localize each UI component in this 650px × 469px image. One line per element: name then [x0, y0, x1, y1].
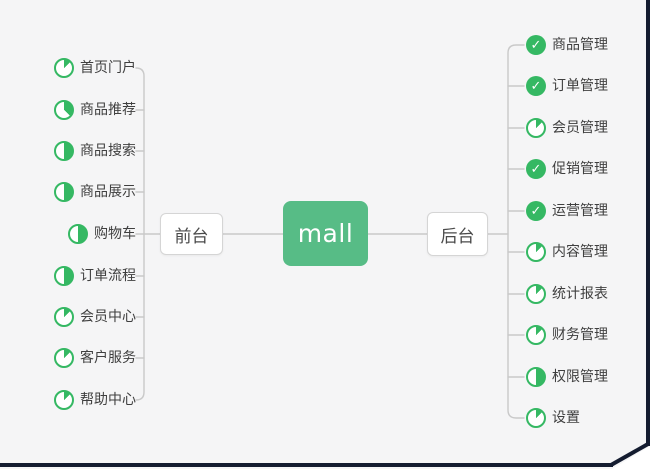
task-progress-icon: ✓ — [526, 159, 546, 179]
task-progress-icon — [526, 325, 546, 345]
topic-row-cart[interactable]: 购物车 — [68, 224, 136, 244]
topic-label: 购物车 — [94, 226, 136, 242]
front-branch-node[interactable]: 前台 — [160, 213, 223, 255]
task-progress-icon — [54, 266, 74, 286]
topic-label: 权限管理 — [552, 369, 608, 385]
topic-label: 商品搜索 — [80, 143, 136, 159]
topic-row-order-flow[interactable]: 订单流程 — [54, 266, 136, 286]
topic-label: 商品管理 — [552, 37, 608, 53]
task-progress-icon: ✓ — [526, 201, 546, 221]
back-branch-label: 后台 — [440, 226, 475, 247]
topic-row-order-mgmt[interactable]: ✓ 订单管理 — [526, 76, 608, 96]
topic-label: 商品推荐 — [80, 102, 136, 118]
topic-label: 帮助中心 — [80, 392, 136, 408]
task-progress-icon — [526, 408, 546, 428]
topic-label: 运营管理 — [552, 203, 608, 219]
front-branch-label: 前台 — [174, 226, 209, 247]
topic-row-product-mgmt[interactable]: ✓ 商品管理 — [526, 35, 608, 55]
task-progress-icon — [54, 307, 74, 327]
task-progress-icon — [68, 224, 88, 244]
task-progress-icon — [526, 118, 546, 138]
topic-label: 商品展示 — [80, 184, 136, 200]
topic-row-content-mgmt[interactable]: 内容管理 — [526, 242, 608, 262]
topic-row-home-portal[interactable]: 首页门户 — [54, 58, 136, 78]
topic-label: 财务管理 — [552, 327, 608, 343]
topic-label: 首页门户 — [80, 60, 136, 76]
topic-row-promotion-mgmt[interactable]: ✓ 促销管理 — [526, 159, 608, 179]
task-progress-icon — [54, 141, 74, 161]
topic-row-product-search[interactable]: 商品搜索 — [54, 141, 136, 161]
task-progress-icon: ✓ — [526, 35, 546, 55]
topic-label: 会员管理 — [552, 120, 608, 136]
task-progress-icon — [54, 390, 74, 410]
task-progress-icon — [54, 100, 74, 120]
task-progress-icon — [54, 58, 74, 78]
task-progress-icon: ✓ — [526, 76, 546, 96]
topic-row-finance-mgmt[interactable]: 财务管理 — [526, 325, 608, 345]
task-progress-icon — [526, 284, 546, 304]
topic-row-product-recommend[interactable]: 商品推荐 — [54, 100, 136, 120]
topic-label: 统计报表 — [552, 286, 608, 302]
topic-row-product-display[interactable]: 商品展示 — [54, 182, 136, 202]
topic-row-member-center[interactable]: 会员中心 — [54, 307, 136, 327]
topic-row-customer-service[interactable]: 客户服务 — [54, 348, 136, 368]
topic-label: 订单管理 — [552, 78, 608, 94]
task-progress-icon — [526, 242, 546, 262]
back-branch-node[interactable]: 后台 — [427, 212, 488, 256]
topic-label: 促销管理 — [552, 161, 608, 177]
task-progress-icon — [526, 367, 546, 387]
topic-label: 会员中心 — [80, 309, 136, 325]
task-progress-icon — [54, 348, 74, 368]
root-label: mall — [297, 219, 354, 248]
topic-row-permission-mgmt[interactable]: 权限管理 — [526, 367, 608, 387]
task-progress-icon — [54, 182, 74, 202]
topic-row-settings[interactable]: 设置 — [526, 408, 580, 428]
topic-label: 订单流程 — [80, 268, 136, 284]
root-node[interactable]: mall — [283, 201, 368, 266]
topic-row-operation-mgmt[interactable]: ✓ 运营管理 — [526, 201, 608, 221]
topic-row-help-center[interactable]: 帮助中心 — [54, 390, 136, 410]
topic-label: 内容管理 — [552, 244, 608, 260]
topic-row-member-mgmt[interactable]: 会员管理 — [526, 118, 608, 138]
topic-label: 客户服务 — [80, 350, 136, 366]
topic-label: 设置 — [552, 410, 580, 426]
topic-row-statistics-report[interactable]: 统计报表 — [526, 284, 608, 304]
